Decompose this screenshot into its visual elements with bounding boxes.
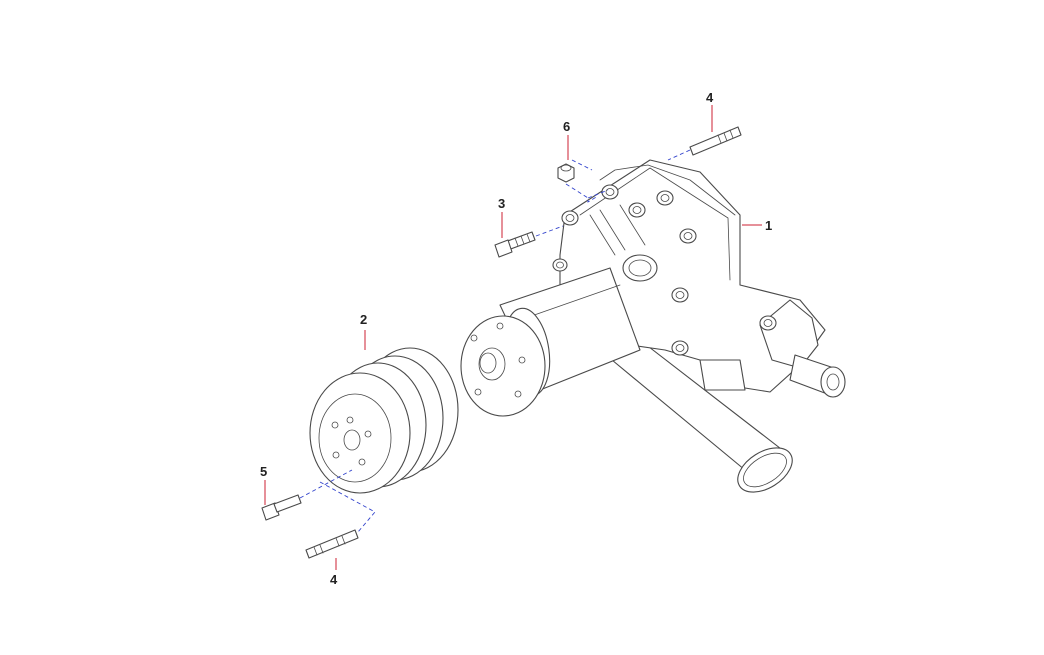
water-pump-body [460, 159, 846, 493]
pulley [309, 347, 459, 494]
pulley-bolt-part-5 [261, 494, 302, 521]
callout-5: 5 [260, 464, 267, 479]
callout-4-top: 4 [706, 90, 714, 105]
nut-part-6 [557, 163, 575, 183]
stud-part-4-top [689, 126, 742, 156]
callout-2: 2 [360, 312, 367, 327]
assembly-lines [299, 149, 691, 533]
stud-part-4-bottom [305, 529, 359, 559]
flange-bolt-part-3 [494, 231, 536, 258]
callout-3: 3 [498, 196, 505, 211]
callout-4-bottom: 4 [330, 572, 338, 587]
callout-6: 6 [563, 119, 570, 134]
callout-leaders [264, 105, 762, 570]
callout-1: 1 [765, 218, 772, 233]
